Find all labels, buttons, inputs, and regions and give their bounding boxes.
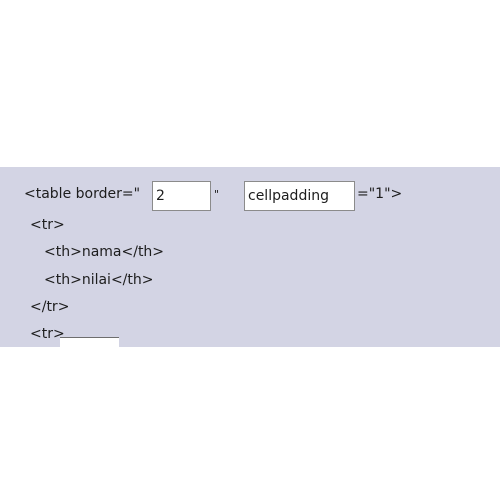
closing-quote: " [214, 187, 220, 201]
attribute-name-input[interactable] [244, 181, 355, 211]
attribute-value-suffix: ="1"> [357, 186, 403, 202]
tr-open-tag-second: <tr> [30, 326, 65, 342]
blank-answer-slot[interactable] [60, 337, 119, 347]
th-nilai-line: <th>nilai</th> [44, 272, 154, 288]
table-open-tag-prefix: <table border=" [24, 186, 141, 202]
code-editor-panel: <table border=" " ="1"> <tr> <th>nama</t… [0, 167, 500, 347]
border-value-input[interactable] [152, 181, 211, 211]
tr-open-tag: <tr> [30, 217, 65, 233]
tr-close-tag: </tr> [30, 299, 70, 315]
th-nama-line: <th>nama</th> [44, 244, 165, 260]
